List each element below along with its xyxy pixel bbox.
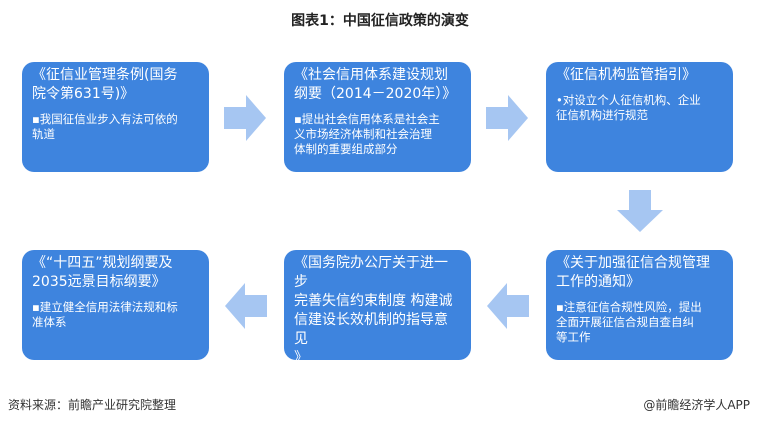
policy-box-5: 《国务院办公厅关于进一步 完善失信约束制度 构建诚 信建设长效机制的指导意见 》… bbox=[284, 250, 471, 401]
arrow-right-icon bbox=[224, 95, 266, 141]
policy-title: 《国务院办公厅关于进一步 完善失信约束制度 构建诚 信建设长效机制的指导意见 》 bbox=[294, 255, 453, 366]
policy-box-6: 《“十四五”规划纲要及 2035远景目标纲要》 ▪建立健全信用法律法规和标 准体系 bbox=[22, 250, 209, 360]
policy-title: 《“十四五”规划纲要及 2035远景目标纲要》 bbox=[32, 255, 173, 290]
policy-title: 《征信业管理条例(国务 院令第631号)》 bbox=[32, 67, 178, 102]
policy-box-4: 《关于加强征信合规管理 工作的通知》 ▪注意征信合规性风险，提出 全面开展征信合规… bbox=[546, 250, 733, 360]
arrow-left-icon bbox=[225, 283, 267, 329]
policy-title: 《社会信用体系建设规划 纲要（2014－2020年）》 bbox=[294, 67, 457, 102]
brand-credit: @前瞻经济学人APP bbox=[643, 398, 750, 412]
policy-box-2: 《社会信用体系建设规划 纲要（2014－2020年）》 ▪提出社会信用体系是社会主… bbox=[284, 62, 471, 172]
policy-bullet: ▪注意征信合规性风险，提出 全面开展征信合规自查自纠 等工作 bbox=[556, 300, 702, 344]
policy-bullet: ▪我国征信业步入有法可依的 轨道 bbox=[32, 112, 178, 141]
policy-box-1: 《征信业管理条例(国务 院令第631号)》 ▪我国征信业步入有法可依的 轨道 bbox=[22, 62, 209, 172]
chart-title: 图表1：中国征信政策的演变 bbox=[291, 13, 469, 29]
arrow-down-icon bbox=[617, 190, 663, 232]
arrow-right-icon bbox=[486, 95, 528, 141]
policy-title: 《征信机构监管指引》 bbox=[556, 67, 696, 83]
arrow-left-icon bbox=[487, 283, 529, 329]
policy-bullet: •对设立个人征信机构、企业 征信机构进行规范 bbox=[556, 93, 701, 122]
source-note: 资料来源：前瞻产业研究院整理 bbox=[8, 398, 177, 412]
policy-bullet: ▪提出社会信用体系是社会主 义市场经济体制和社会治理 体制的重要组成部分 bbox=[294, 112, 440, 156]
policy-title: 《关于加强征信合规管理 工作的通知》 bbox=[556, 255, 710, 290]
policy-bullet: ▪严格限定严重失信主体名单 设列领域范围 bbox=[294, 372, 440, 401]
policy-bullet: ▪建立健全信用法律法规和标 准体系 bbox=[32, 300, 178, 329]
policy-box-3: 《征信机构监管指引》 •对设立个人征信机构、企业 征信机构进行规范 bbox=[546, 62, 733, 172]
